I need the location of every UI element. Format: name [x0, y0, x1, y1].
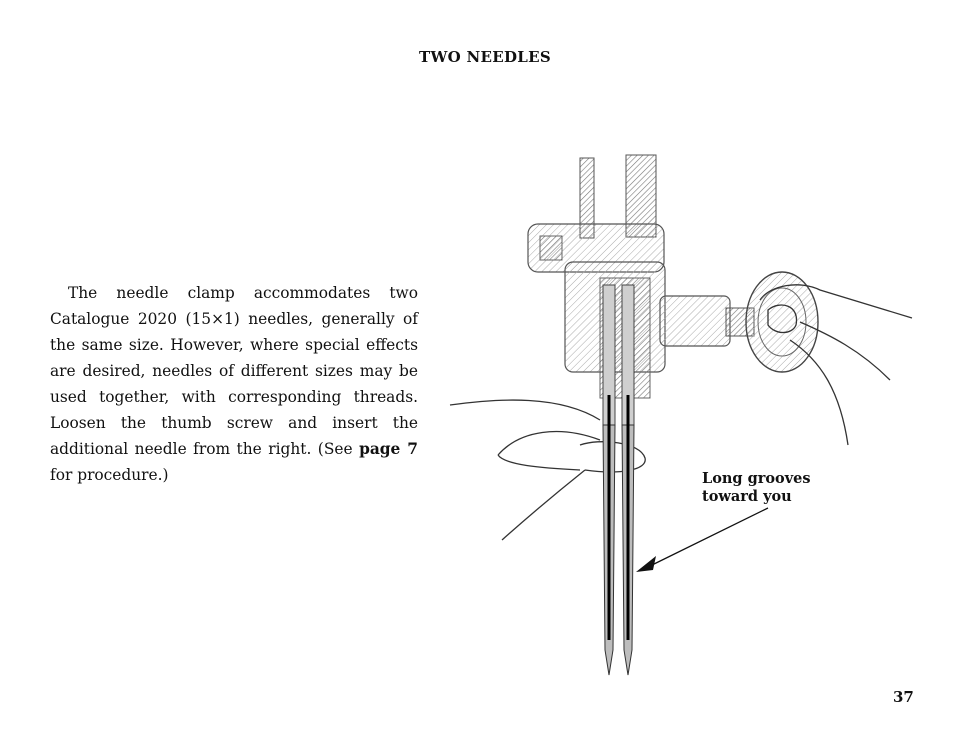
callout-line-2: toward you [702, 488, 792, 505]
two-needles-illustration [449, 154, 913, 676]
thumb-screw [659, 271, 819, 373]
groove-callout: Long grooves toward you [702, 470, 811, 506]
page-reference: page 7 [359, 440, 418, 458]
right-hand [759, 284, 913, 446]
left-hand [449, 399, 646, 541]
callout-line-1: Long grooves [702, 470, 811, 487]
paragraph-text: The needle clamp accommodates two Catalo… [50, 284, 418, 458]
page-number: 37 [893, 688, 914, 706]
callout-arrow [636, 507, 769, 572]
needle-clamp [527, 223, 666, 399]
page-title: TWO NEEDLES [419, 48, 551, 66]
needle-bar [579, 154, 657, 239]
needle-right [621, 284, 635, 676]
needle-left [602, 284, 616, 676]
instruction-paragraph: The needle clamp accommodates two Catalo… [50, 280, 418, 488]
paragraph-text-end: for procedure.) [50, 466, 169, 484]
